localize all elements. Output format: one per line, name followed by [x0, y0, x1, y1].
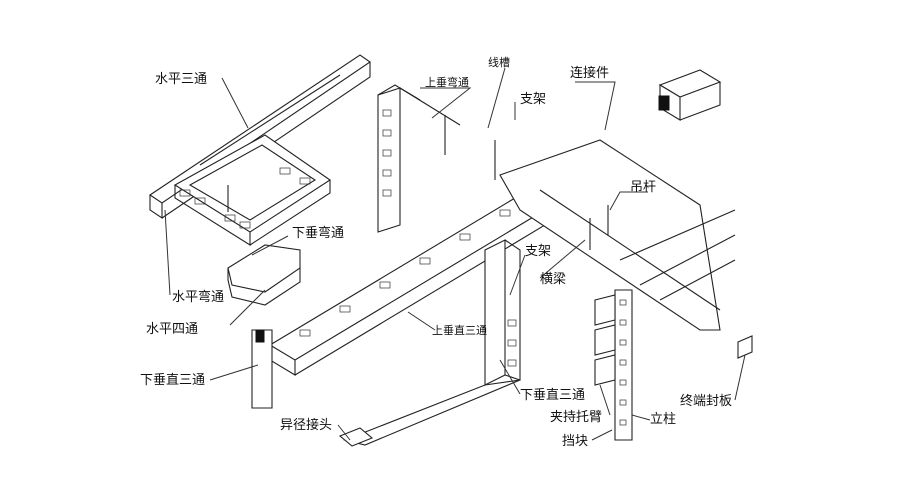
label-cross-beam: 横梁	[540, 272, 567, 287]
lower-vertical-tee-left	[251, 329, 273, 409]
label-support-top: 支架	[520, 92, 547, 107]
horizontal-tee-ring	[173, 134, 331, 246]
end-cap	[737, 335, 753, 359]
label-connector: 连接件	[570, 66, 610, 81]
label-hanger-rod: 吊杆	[630, 180, 657, 195]
label-lower-vertical-tee-left: 下垂直三通	[140, 373, 206, 388]
label-lower-vertical-elbow: 下垂弯通	[292, 226, 345, 241]
label-end-cap: 终端封板	[680, 394, 733, 409]
label-upper-vertical-elbow: 上垂弯通	[425, 76, 469, 89]
label-lower-vertical-tee-right: 下垂直三通	[520, 388, 586, 403]
label-horizontal-elbow: 水平弯通	[172, 290, 225, 305]
label-horizontal-cross: 水平四通	[146, 322, 199, 337]
reducer	[338, 427, 374, 447]
label-clamp-bracket: 夹持托臂	[550, 410, 603, 425]
label-reducer: 异径接头	[280, 418, 333, 433]
label-support-mid: 支架	[525, 244, 552, 259]
label-stopper: 挡块	[562, 434, 589, 449]
label-horizontal-tee: 水平三通	[155, 72, 208, 87]
upper-vertical-elbow	[377, 84, 461, 233]
label-cable-tray: 线槽	[488, 56, 510, 69]
connector-detail	[658, 69, 722, 121]
hanger-rods	[227, 115, 609, 250]
label-upper-vertical-tee: 上垂直三通	[432, 324, 487, 337]
horizontal-cross	[227, 244, 301, 306]
right-tray-run	[499, 139, 736, 331]
label-column: 立柱	[650, 412, 677, 427]
leader-lines	[164, 67, 746, 441]
column-with-brackets	[594, 289, 633, 441]
